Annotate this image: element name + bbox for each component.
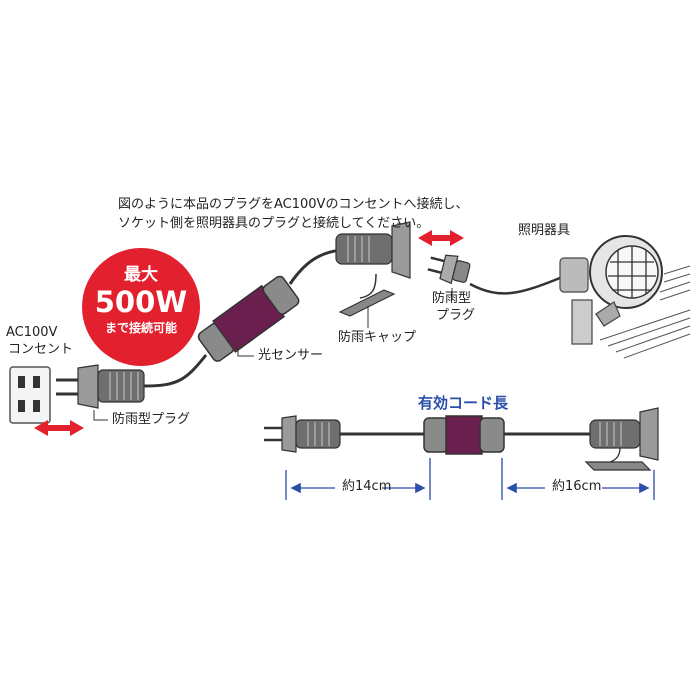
effective-cord-length-title: 有効コード長 [418, 394, 509, 412]
plug-right-label-1: 防雨型 [432, 291, 472, 306]
wall-outlet [9, 366, 51, 424]
instructions-line-2: ソケット側を照明器具のプラグと接続してください。 [118, 216, 430, 231]
badge-line-2: 500W [94, 285, 188, 319]
red-double-arrow-left [34, 420, 84, 436]
cord-right [288, 248, 343, 285]
plug-left [56, 364, 145, 409]
dimension-right-label: 約16cm [552, 479, 602, 494]
leader-lines [93, 288, 453, 421]
socket-top [335, 221, 411, 299]
cord-left [143, 354, 208, 388]
dimension-lines [285, 458, 655, 500]
outlet-label-1: AC100V [6, 325, 58, 340]
badge-line-3: まで接続可能 [104, 321, 177, 335]
dimension-left-label: 約14cm [342, 479, 392, 494]
plug-left-label: 防雨型プラグ [112, 412, 191, 427]
badge-line-1: 最大 [124, 265, 158, 285]
rain-cap [338, 289, 396, 317]
outlet-label-2: コンセント [8, 342, 74, 357]
plug-right [427, 254, 471, 285]
fixture-cord [469, 276, 561, 295]
fixture-label: 照明器具 [518, 223, 571, 238]
instructions-line-1: 図のように本品のプラグをAC100Vのコンセントへ接続し、 [118, 197, 469, 212]
light-sensor-label: 光センサー [258, 348, 324, 363]
assembled-diagram [264, 407, 659, 471]
lighting-fixture [559, 235, 691, 359]
rain-cap-label: 防雨キャップ [338, 330, 417, 345]
plug-right-label-2: プラグ [436, 308, 476, 323]
red-double-arrow-top [418, 230, 464, 246]
light-sensor-unit [197, 275, 300, 362]
max-wattage-badge: 最大 500W まで接続可能 [82, 248, 200, 366]
